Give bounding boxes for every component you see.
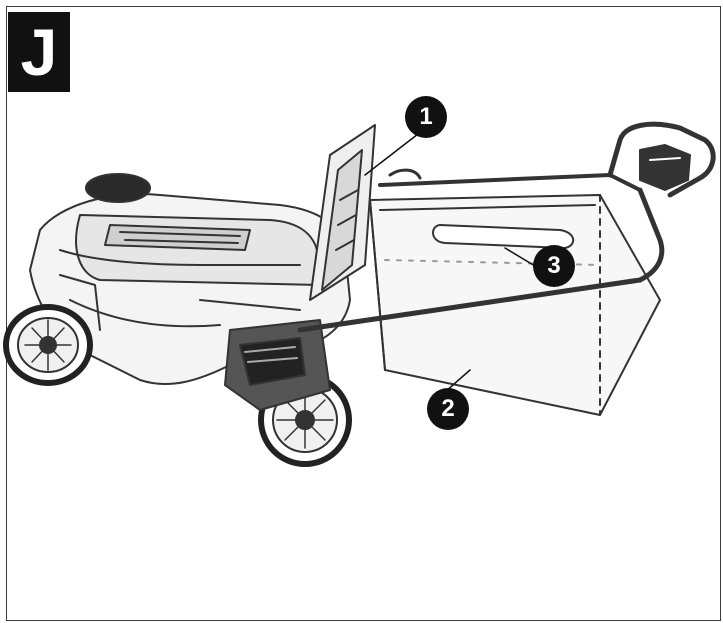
leader-3 bbox=[504, 247, 536, 267]
grass-bag bbox=[369, 194, 661, 416]
callout-2: 2 bbox=[427, 388, 469, 430]
callout-3: 3 bbox=[533, 245, 575, 287]
leader-1 bbox=[364, 133, 419, 176]
push-handle bbox=[297, 121, 716, 333]
rear-flap bbox=[309, 124, 376, 301]
step-label: J bbox=[8, 12, 70, 92]
discharge-area bbox=[224, 319, 331, 411]
rear-wheel-back bbox=[85, 173, 151, 203]
callout-1: 1 bbox=[405, 96, 447, 138]
front-wheel bbox=[3, 304, 93, 386]
